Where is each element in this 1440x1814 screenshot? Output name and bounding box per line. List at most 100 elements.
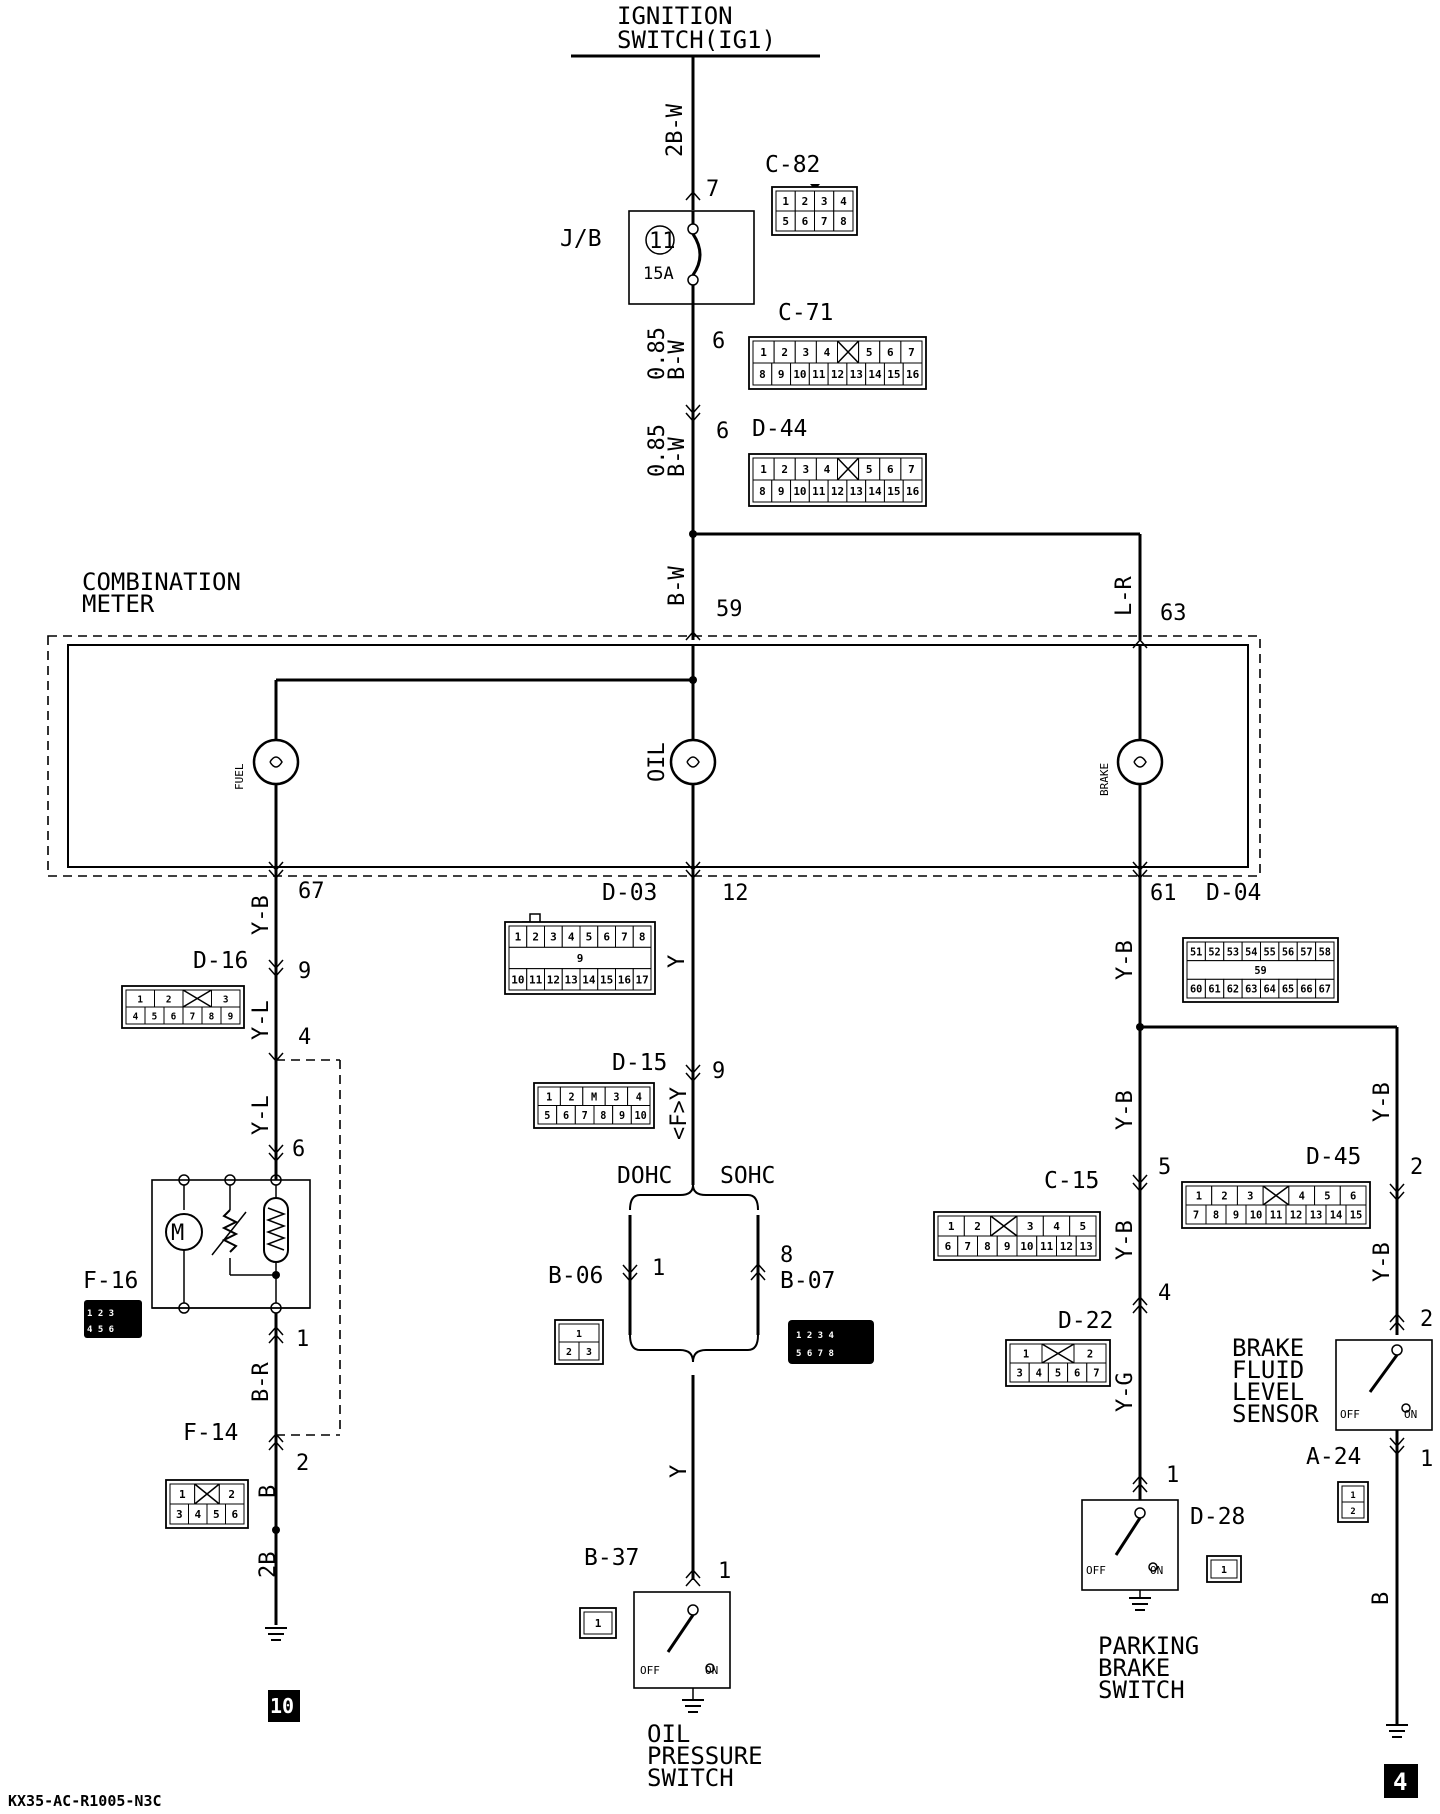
connector-pin-number: 12 <box>831 368 844 381</box>
connector-pin-number: 53 <box>1227 946 1239 958</box>
parking-brake-label-1: PARKING <box>1098 1632 1199 1660</box>
connector-pin-number: 1 <box>1350 1491 1355 1501</box>
main-feed-wire: 2B-W 7 6 0.85 B-W 6 0.85 B-W B-W 59 <box>645 56 743 641</box>
connector-pin-number: 3 <box>613 1092 619 1103</box>
variant-sohc: SOHC <box>720 1163 775 1189</box>
connector-label-d-15: D-15 <box>612 1050 667 1076</box>
b-07-pins-row2: 5 6 7 8 <box>796 1349 834 1359</box>
connector-pin-number: 8 <box>984 1240 991 1253</box>
connector-pin-number: 3 <box>803 346 810 359</box>
connector-pin-number: 15 <box>1350 1210 1363 1222</box>
connector-pin-cell <box>1075 1235 1097 1257</box>
connector-pin-number: 8 <box>639 931 646 944</box>
connector-pin-number: 2 <box>802 195 809 208</box>
wire-label-2b-w: 2B-W <box>663 103 688 157</box>
connector-pin-number: 6 <box>802 215 809 228</box>
pin-8-b07: 8 <box>780 1243 793 1268</box>
connector-pin-number: 8 <box>600 1111 606 1122</box>
connector-pin-number: 63 <box>1245 984 1257 996</box>
connector-label-d-16: D-16 <box>193 948 248 974</box>
connector-label-b-06: B-06 <box>548 1263 603 1289</box>
connector-pin-number: 9 <box>577 952 584 965</box>
connector-label-f-14: F-14 <box>183 1420 238 1446</box>
connector-pin-number: 1 <box>546 1092 552 1103</box>
pin-1-a24: 1 <box>1420 1447 1433 1472</box>
wire-label-yb-r2: Y-B <box>1113 1090 1138 1130</box>
connector-pin-number: 3 <box>803 463 810 476</box>
connector-pin-number: 12 <box>547 973 560 986</box>
connector-pin-number: 11 <box>1270 1210 1283 1222</box>
parking-brake-switch: OFF ON <box>1081 1499 1179 1611</box>
connector-pin-cell <box>220 1006 241 1025</box>
connector-pin-number: 1 <box>948 1220 955 1233</box>
pin-1-left: 1 <box>296 1327 309 1352</box>
connector-pin-number: 15 <box>887 368 900 381</box>
wire-label-085-a-2: B-W <box>665 340 690 380</box>
connector-pin-number: 4 <box>1053 1220 1060 1233</box>
connector-pin-number: 3 <box>1247 1191 1253 1203</box>
connector-pin-number: 10 <box>511 973 524 986</box>
connector-pin-number: 7 <box>908 463 915 476</box>
brake-fluid-label-1: BRAKE <box>1232 1334 1304 1362</box>
connector-blank-cell <box>990 1215 1018 1237</box>
connector-pin-number: 4 <box>824 346 831 359</box>
connector-pin-number: 9 <box>228 1012 234 1023</box>
connector-pin-number: 6 <box>1074 1368 1080 1380</box>
connector-pin-number: 56 <box>1282 946 1294 958</box>
connector-pin-number: 51 <box>1190 946 1202 958</box>
pin-6-b: 6 <box>716 419 729 444</box>
connector-pin-number: 2 <box>1087 1349 1093 1361</box>
connector-pin-number: 7 <box>964 1240 971 1253</box>
connector-pin-number: 2 <box>569 1092 575 1103</box>
connector-pin-number: 9 <box>1233 1210 1239 1222</box>
connector-pin-number: 66 <box>1300 984 1312 996</box>
page-ref-4-label: 4 <box>1393 1768 1407 1796</box>
connector-pin-number: 4 <box>840 195 847 208</box>
connector-pin-number: 5 <box>213 1508 220 1521</box>
page-ref-10[interactable] <box>268 1690 300 1722</box>
connector-pin-number: 2 <box>781 346 788 359</box>
connector-pin-cell <box>902 479 923 503</box>
wire-label-yl-1: Y-L <box>249 1000 274 1040</box>
connector-label-b-07: B-07 <box>780 1268 835 1294</box>
connector-pin-number: 13 <box>850 485 863 498</box>
connector-blank-cell <box>1262 1185 1290 1206</box>
connector-pin-number: 64 <box>1264 984 1276 996</box>
pin-9-left: 9 <box>298 959 311 984</box>
wire-label-yg: Y-G <box>1113 1372 1138 1412</box>
connector-pin-number: 5 <box>152 1012 158 1023</box>
connector-pin-number: 14 <box>868 485 882 498</box>
connector-pin-number: 6 <box>945 1240 952 1253</box>
footer-code: KX35-AC-R1005-N3C <box>8 1792 162 1810</box>
pin-6-a: 6 <box>712 329 725 354</box>
page-ref-4[interactable] <box>1384 1764 1418 1798</box>
connector-pin-number: 10 <box>635 1111 647 1122</box>
connector-pin-number: 60 <box>1190 984 1202 996</box>
wire-label-yb-far1: Y-B <box>1370 1082 1395 1122</box>
connector-pin-number: 4 <box>133 1012 139 1023</box>
connector-pin-number: 12 <box>1060 1240 1073 1253</box>
connector-pin-number: 1 <box>576 1329 582 1340</box>
connector-pin-number: 7 <box>821 215 828 228</box>
pin-6-left: 6 <box>292 1137 305 1162</box>
connector-pin-cell <box>833 210 854 232</box>
connector-pin-number: 1 <box>137 995 143 1006</box>
connector-blank-cell <box>836 457 860 481</box>
connector-blank-cell <box>182 989 212 1008</box>
connector-pin-number: 13 <box>850 368 863 381</box>
connector-pin-number: 11 <box>812 368 826 381</box>
oil-pressure-switch: OFF ON <box>633 1591 731 1713</box>
wire-label-y-lower: Y <box>667 1465 692 1478</box>
connector-label-a-24: A-24 <box>1306 1444 1361 1470</box>
connector-pin-number: 9 <box>778 368 785 381</box>
wire-label-y-center: Y <box>665 955 690 968</box>
ignition-switch-header: IGNITION SWITCH(IG1) <box>571 2 820 58</box>
connector-pin-number: 9 <box>619 1111 625 1122</box>
connector-pin-number: 13 <box>565 973 578 986</box>
page-ref-10-label: 10 <box>270 1694 294 1718</box>
connector-pin-number: 61 <box>1208 984 1220 996</box>
connector-pin-number: 10 <box>1250 1210 1263 1222</box>
connector-pin-number: 11 <box>529 973 543 986</box>
connector-pin-number: 1 <box>1023 1349 1029 1361</box>
